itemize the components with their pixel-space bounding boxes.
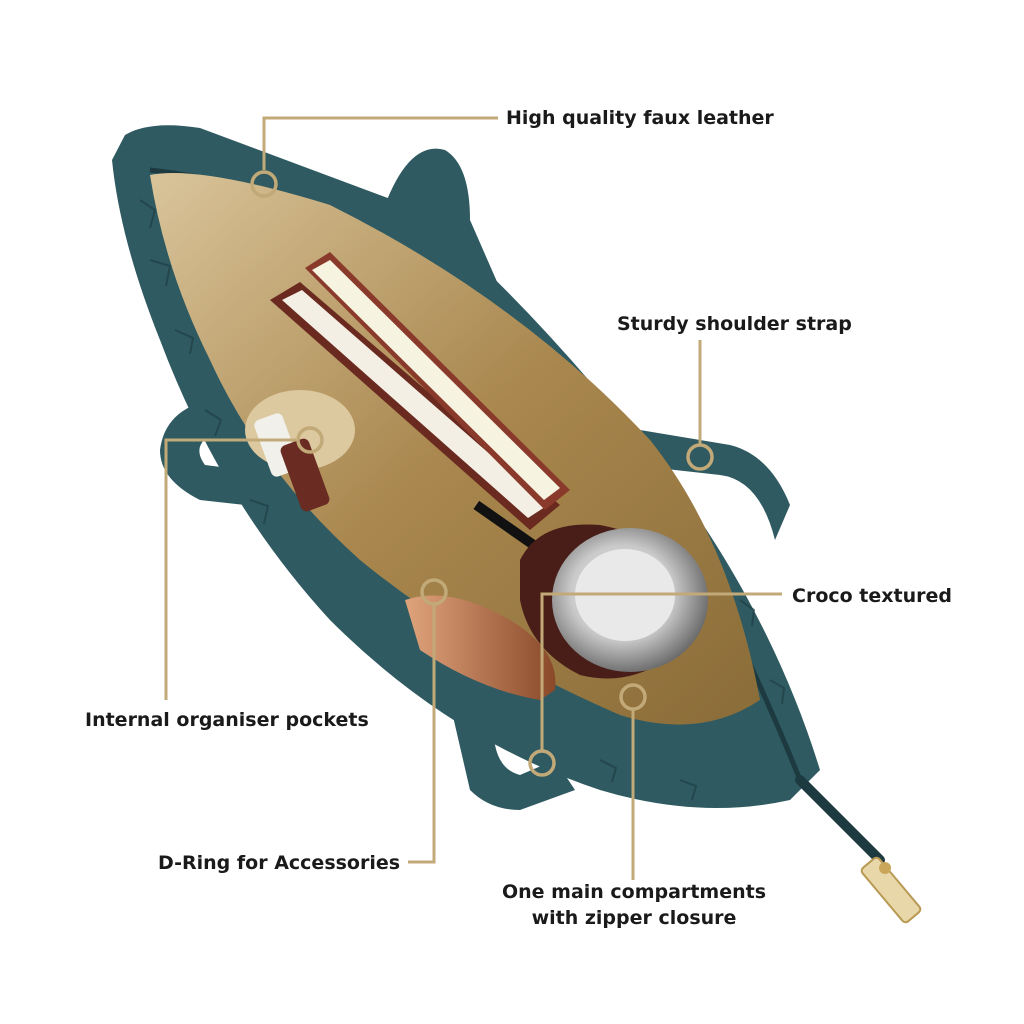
croco-texture bbox=[139, 199, 786, 801]
right-strap bbox=[630, 430, 790, 540]
callout-faux-leather: High quality faux leather bbox=[506, 107, 774, 129]
callout-main-compartment: One main compartments with zipper closur… bbox=[494, 879, 774, 931]
leader-d-ring bbox=[408, 605, 436, 864]
notebooks bbox=[270, 252, 570, 550]
ring-shoulder-strap bbox=[686, 443, 714, 471]
ring-croco bbox=[528, 749, 556, 777]
copper-tumbler bbox=[405, 595, 556, 700]
callout-rings bbox=[250, 170, 714, 777]
callout-main-compartment-line1: One main compartments bbox=[501, 881, 767, 903]
zipper-tail bbox=[795, 775, 885, 865]
pocket-items bbox=[245, 390, 355, 512]
leader-pockets bbox=[164, 438, 296, 700]
leader-croco bbox=[540, 592, 782, 750]
ring-pockets bbox=[296, 426, 324, 454]
steel-bottle bbox=[520, 524, 708, 679]
callout-croco-textured: Croco textured bbox=[792, 585, 952, 607]
callout-main-compartment-line2: with zipper closure bbox=[531, 907, 737, 929]
left-strap bbox=[160, 400, 245, 505]
callout-shoulder-strap: Sturdy shoulder strap bbox=[617, 313, 852, 335]
ring-d-ring bbox=[420, 578, 448, 606]
callout-organiser-pockets: Internal organiser pockets bbox=[85, 709, 369, 731]
ring-faux-leather bbox=[250, 170, 278, 198]
leader-lines bbox=[164, 116, 782, 880]
zipper-pull-icon bbox=[860, 856, 922, 924]
leader-faux-leather bbox=[262, 116, 498, 170]
ring-compartment bbox=[619, 683, 647, 711]
callout-d-ring: D-Ring for Accessories bbox=[158, 852, 401, 874]
